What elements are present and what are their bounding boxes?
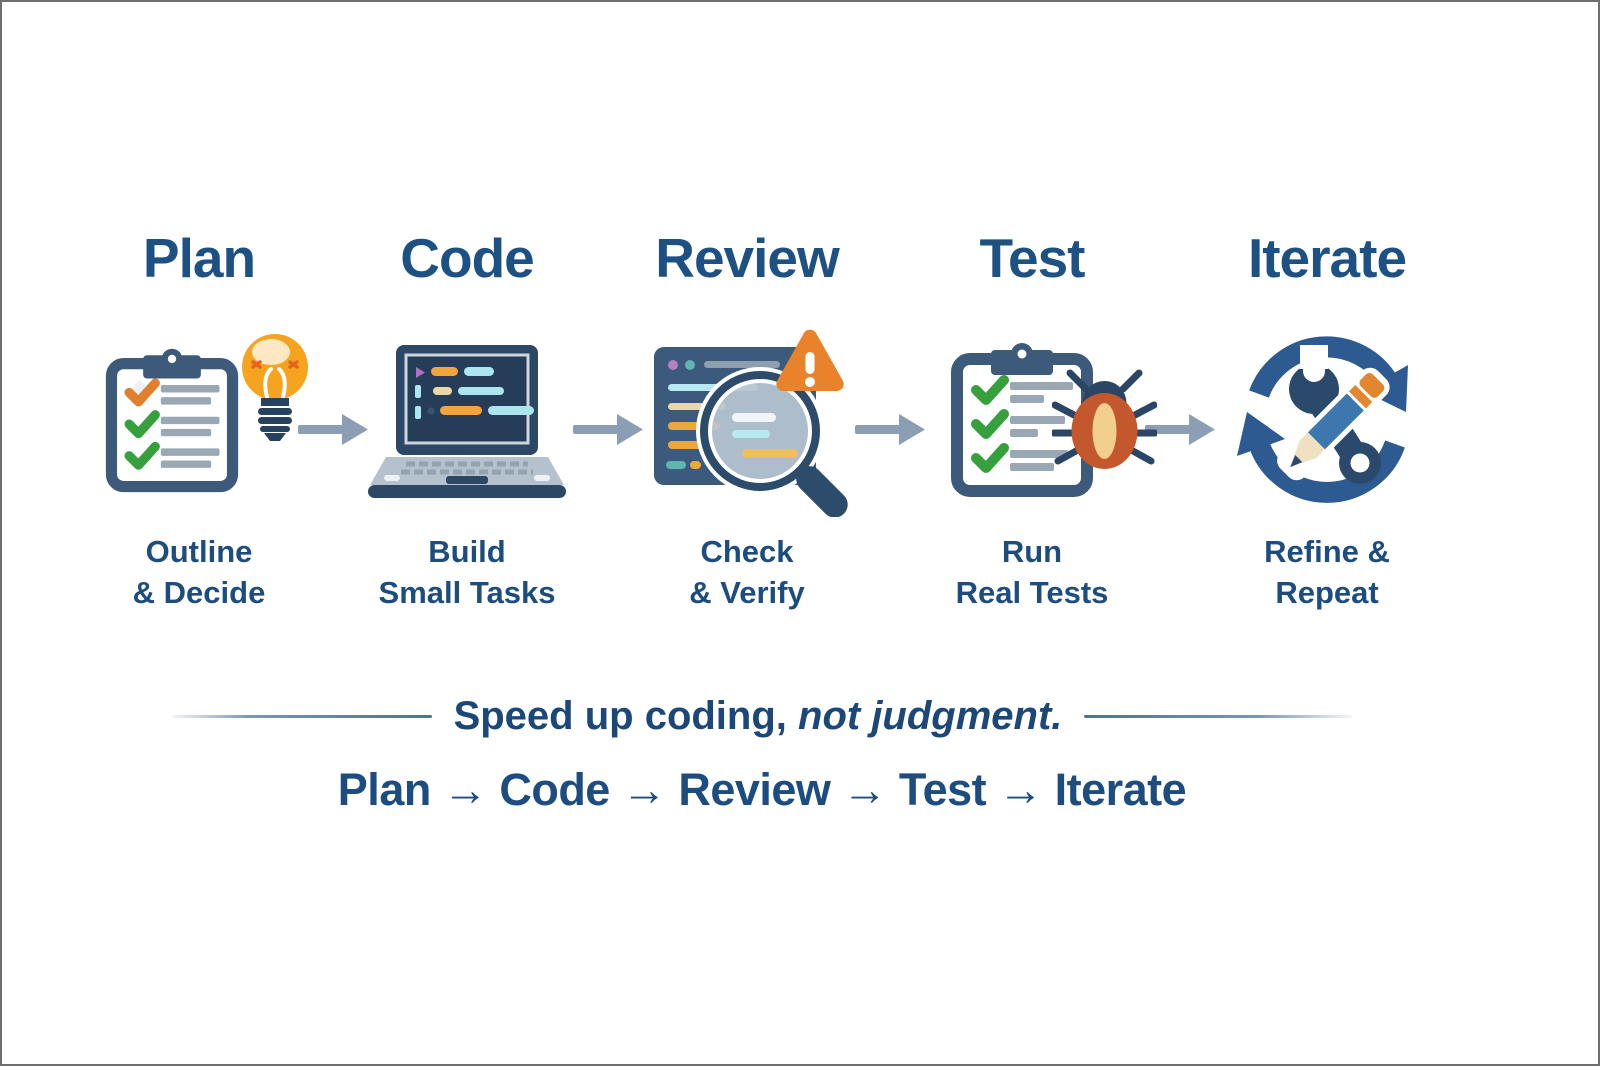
step-title-plan: Plan <box>142 227 256 289</box>
pencil-icon <box>1277 367 1390 481</box>
tagline-divider-left <box>171 715 432 718</box>
step-code: Code <box>327 226 607 614</box>
step-subtitle-code: Build Small Tasks <box>378 534 556 610</box>
code-icon-box <box>327 320 607 520</box>
checklist-row-1 <box>971 375 1073 405</box>
step-test: Test <box>892 226 1172 614</box>
tagline-row: Speed up coding, not judgment. <box>2 694 1522 739</box>
laptop-code-icon <box>368 345 566 498</box>
step-title-iterate: Iterate <box>1247 227 1407 289</box>
step-subtitle-review: Check & Verify <box>689 534 805 610</box>
review-icon-box <box>607 320 887 520</box>
plan-icon-box <box>59 320 339 520</box>
checklist-row-3 <box>124 441 220 470</box>
step-review: Review <box>607 226 887 614</box>
cycle-wrench-pencil-icon <box>1237 336 1408 503</box>
tagline-divider-right <box>1084 715 1353 718</box>
tagline-italic: not judgment. <box>786 694 1063 738</box>
test-icon-box <box>892 320 1172 520</box>
step-title-review: Review <box>655 227 840 289</box>
checklist-row-2 <box>971 409 1065 439</box>
bug-icon <box>1052 369 1157 469</box>
checklist-row-2 <box>124 410 220 439</box>
connector-arrow-icon <box>298 414 368 445</box>
step-title-test: Test <box>979 227 1085 289</box>
step-subtitle-iterate: Refine & Repeat <box>1264 534 1390 610</box>
connector-arrow-icon <box>573 414 643 445</box>
clipboard-checklist-icon <box>951 343 1093 497</box>
tagline-emphasis: Speed up coding, <box>453 694 787 738</box>
magnifier-icon <box>696 367 848 517</box>
iterate-icon-box <box>1187 320 1467 520</box>
code-window-magnifier-warning-icon <box>654 329 848 517</box>
step-plan: Plan <box>59 226 339 614</box>
checklist-row-3 <box>971 443 1068 473</box>
connector-arrow-icon <box>855 414 925 445</box>
lightbulb-icon <box>242 334 308 441</box>
checklist-row-1 <box>124 378 220 407</box>
step-subtitle-test: Run Real Tests <box>955 534 1109 610</box>
tagline: Speed up coding, not judgment. <box>454 694 1063 739</box>
flow-summary: Plan → Code → Review → Test → Iterate <box>337 764 1187 815</box>
warning-triangle-icon <box>776 329 844 391</box>
step-title-code: Code <box>400 227 535 289</box>
clipboard-checklist-icon <box>105 348 239 493</box>
step-iterate: Iterate <box>1187 226 1467 614</box>
step-subtitle-plan: Outline & Decide <box>132 534 266 610</box>
